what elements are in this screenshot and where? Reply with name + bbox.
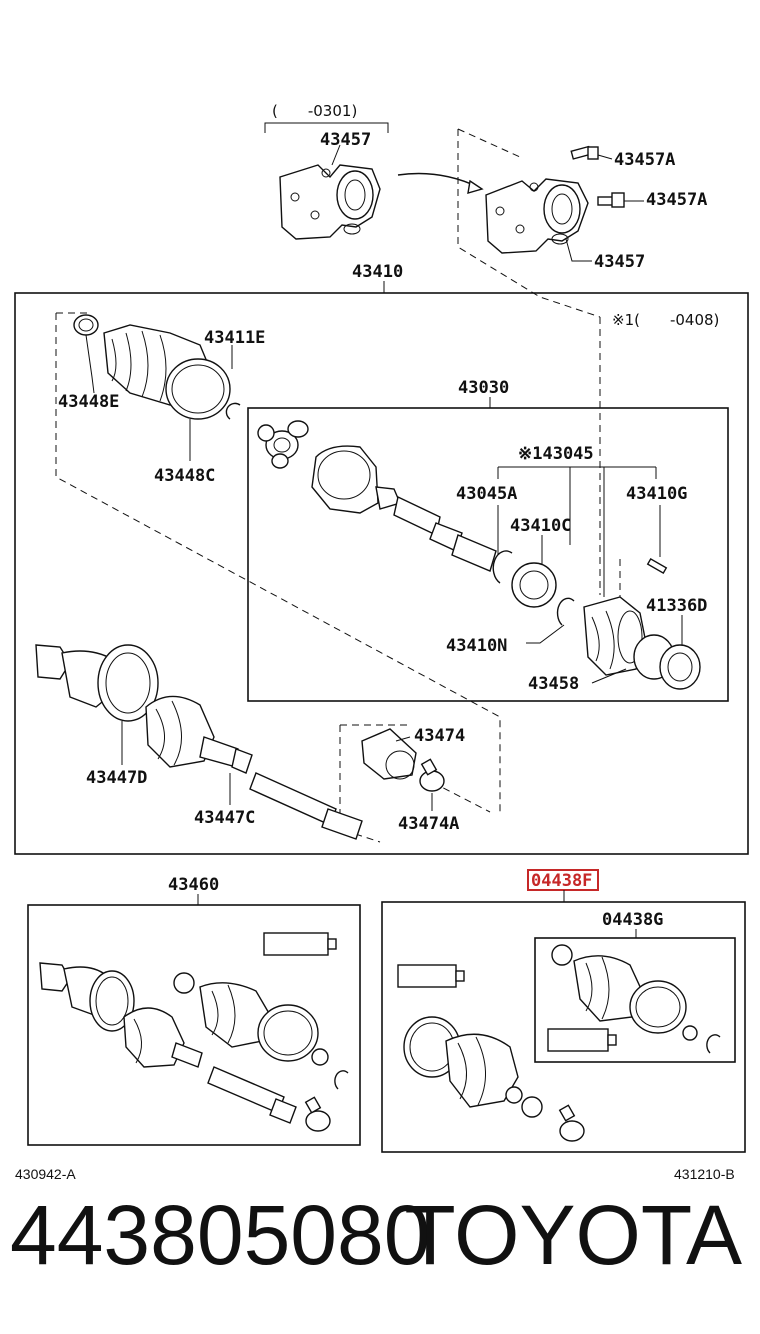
assembly-box-43030 [247,407,729,702]
inner-joint-housing-43030 [311,445,497,572]
clamp-43474a [419,758,445,792]
label-04438g[interactable]: 04438G [602,910,663,930]
part-number-text: 443805080 [10,1188,431,1282]
tripod-joint [257,420,309,469]
label-43410n[interactable]: 43410N [446,636,507,656]
label-43410[interactable]: 43410 [352,262,403,282]
label-41336d[interactable]: 41336D [646,596,707,616]
pin-43410g [646,557,668,575]
ref-code-left: 430942-A [15,1166,76,1182]
outer-joint-shaft [35,644,363,840]
damper-43474 [361,728,417,780]
label-43448e[interactable]: 43448E [58,392,119,412]
label-43458[interactable]: 43458 [528,674,579,694]
snap-ring-43045a [492,550,513,584]
kit-box-04438f [381,901,746,1153]
kit-box-04438g [534,937,736,1063]
label-43030[interactable]: 43030 [458,378,509,398]
note-x1-date: ※1( -0408) [612,311,719,329]
kit-43460-parts [39,932,349,1132]
seal-41336d [633,634,701,690]
snap-ring-43410n [556,597,575,626]
label-43447d[interactable]: 43447D [86,768,147,788]
label-43411e[interactable]: 43411E [204,328,265,348]
note-date-range: ( -0301) [272,102,357,120]
label-43457a-2[interactable]: 43457A [646,190,707,210]
highlight-box-04438f [527,869,599,891]
clamp-43448e [73,314,99,336]
label-43474a[interactable]: 43474A [398,814,459,834]
ref-code-right: 431210-B [674,1166,735,1182]
label-43045a[interactable]: 43045A [456,484,517,504]
label-43448c[interactable]: 43448C [154,466,215,486]
label-43447c[interactable]: 43447C [194,808,255,828]
kit-box-43460 [27,904,361,1146]
bearing-43410c [511,562,557,608]
label-43457a-1[interactable]: 43457A [614,150,675,170]
bolt-43457a-1 [570,145,599,160]
label-43457-top[interactable]: 43457 [320,130,371,150]
kit-04438g-parts [547,944,721,1054]
snap-ring-top [225,402,241,420]
label-143045[interactable]: ※143045 [518,444,594,464]
bracket-43457-right [485,178,589,254]
label-43410g[interactable]: 43410G [626,484,687,504]
brand-name: TOYOTA [404,1188,742,1282]
label-43460[interactable]: 43460 [168,875,219,895]
label-04438f[interactable]: 04438F [531,871,592,891]
label-43410c[interactable]: 43410C [510,516,571,536]
kit-04438f-parts [397,964,585,1142]
label-43457-right[interactable]: 43457 [594,252,645,272]
label-43474[interactable]: 43474 [414,726,465,746]
bracket-43457-left [279,164,381,240]
bolt-43457a-2 [597,192,625,208]
assembly-box-43410 [14,292,749,855]
clamp-43448c [165,358,231,420]
